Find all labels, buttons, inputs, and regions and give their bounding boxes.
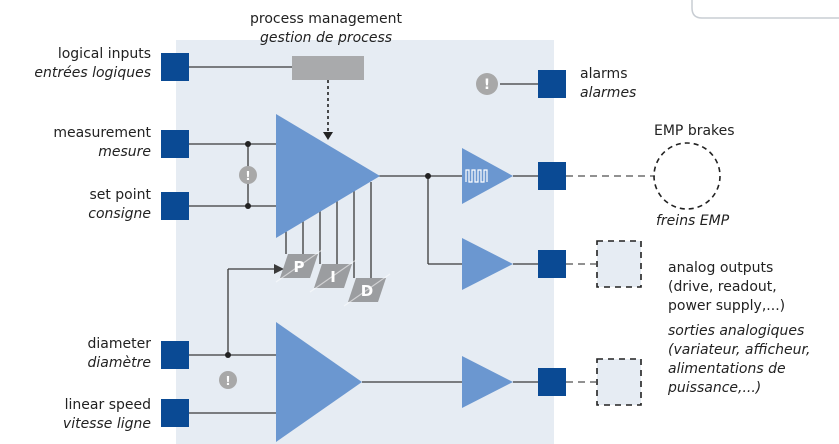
analog-en-1: analog outputs [668,260,774,276]
process-label-en: process management [249,11,403,27]
logical-inputs-en: logical inputs [57,46,151,62]
alarm-indicator-main: ! [476,73,498,95]
set-point-en: set point [89,187,151,203]
diameter-amplifier [276,322,362,442]
logical-inputs-terminal [161,53,189,81]
main-controller-amplifier [276,114,380,238]
corner-frame [691,0,839,19]
analog-fr-1: sorties analogiques [668,323,805,339]
analog-en-3: power supply,...) [668,298,786,314]
alarm-main-glyph: ! [484,77,490,93]
junction-dots [225,141,431,358]
diameter-terminal [161,341,189,369]
diameter-fr: diamètre [87,355,151,371]
analog-outputs-fr-label: sorties analogiques (variateur, afficheu… [668,322,810,398]
process-management-label: process management gestion de process [240,10,412,48]
analog-fr-3: alimentations de [668,361,786,377]
alarms-fr: alarmes [580,85,637,101]
analog-en-2: (drive, readout, [668,279,777,295]
measurement-label: measurement mesure [0,124,151,162]
pulse-signal-icon [465,169,488,183]
analog-device-1 [596,240,642,288]
set-point-label: set point consigne [0,186,151,224]
alarm-diameter-glyph: ! [225,374,230,388]
analog-output-amplifier-1 [462,238,513,290]
alarms-terminal [538,70,566,98]
dashed-output-lines [566,175,655,383]
measurement-en: measurement [53,125,151,141]
alarm-indicator-measurement: ! [239,166,257,184]
analog-output-terminal-2 [538,368,566,396]
pid-i-label: I [330,268,336,286]
analog-fr-2: (variateur, afficheur, [668,342,811,358]
alarms-en: alarms [580,66,628,82]
analog-outputs-label: analog outputs (drive, readout, power su… [668,259,785,316]
process-arrow [323,132,333,140]
brakes-fr: freins EMP [656,213,730,229]
logical-inputs-label: logical inputs entrées logiques [0,45,151,83]
pid-adjust-strokes [275,249,391,307]
diameter-en: diameter [87,336,151,352]
pid-d-label: D [361,282,373,300]
connection-lines [189,66,538,414]
set-point-terminal [161,192,189,220]
logical-inputs-fr: entrées logiques [34,65,151,81]
process-management-box [292,56,364,80]
process-label-fr: gestion de process [259,30,393,46]
analog-device-2 [596,358,642,406]
brakes-en: EMP brakes [654,123,735,139]
alarm-indicator-diameter: ! [219,371,237,389]
analog-output-terminal-1 [538,250,566,278]
analog-fr-4: puissance,...) [668,380,762,396]
linear-speed-en: linear speed [64,397,151,413]
linear-speed-fr: vitesse ligne [62,416,151,432]
brakes-label-en-wrap: EMP brakes [654,122,735,141]
linear-speed-label: linear speed vitesse ligne [0,396,151,434]
set-point-fr: consigne [88,206,151,222]
measurement-terminal [161,130,189,158]
pid-p-label: P [294,258,305,276]
analog-output-amplifier-2 [462,356,513,408]
brakes-label-fr-wrap: freins EMP [656,212,729,231]
measurement-fr: mesure [98,144,151,160]
pid-feed-arrow [274,264,284,274]
emp-brake-device [653,142,721,210]
alarm-measurement-glyph: ! [245,169,250,183]
alarms-label: alarms alarmes [580,65,636,103]
brakes-output-terminal [538,162,566,190]
linear-speed-terminal [161,399,189,427]
diameter-label: diameter diamètre [0,335,151,373]
